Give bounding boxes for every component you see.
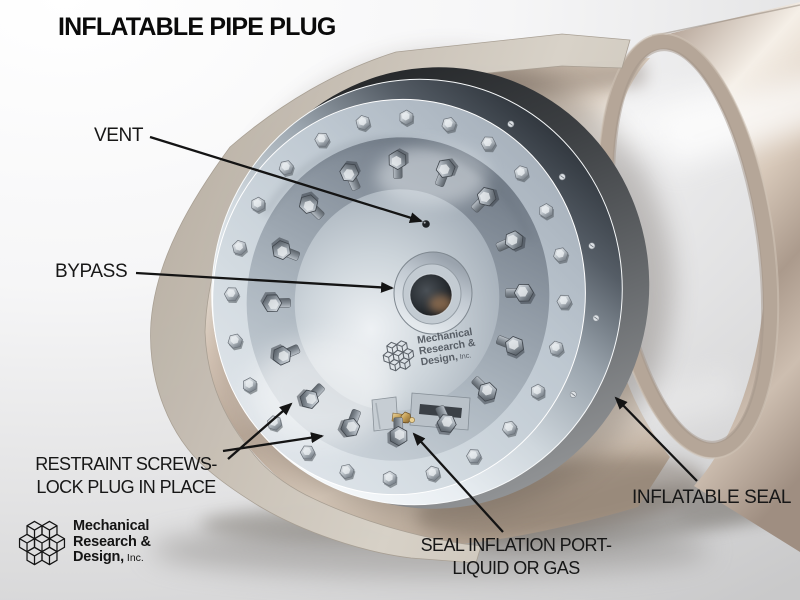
rim-screws — [507, 120, 600, 398]
brand-line3: Design, Inc. — [73, 549, 144, 566]
bypass-label: BYPASS — [55, 261, 128, 282]
brand-line1: Mechanical — [73, 518, 150, 535]
brand-line2: Research & — [73, 533, 151, 550]
outer-bolt-ring — [223, 109, 573, 489]
callout-lines — [135, 135, 698, 533]
restraint-callout-line-b — [222, 432, 324, 453]
seal-inflation-port-label: SEAL INFLATION PORT- LIQUID OR GAS — [420, 535, 612, 578]
inflation-callout-line — [412, 432, 504, 533]
bypass-hub — [393, 251, 473, 335]
brand-cubes-icon — [18, 519, 66, 567]
page-title: INFLATABLE PIPE PLUG — [58, 13, 336, 41]
brand-logo: Mechanical Research & Design, Inc. — [18, 519, 151, 567]
restraint-screws-ring — [260, 148, 536, 448]
bypass-callout-line — [135, 271, 394, 293]
vent-callout-line — [149, 135, 423, 223]
pipe-top-edge — [651, 4, 800, 37]
restraint-callout-line-a — [227, 402, 293, 460]
brand-cubes-icon — [380, 337, 417, 374]
seal-callout-line — [614, 396, 698, 482]
restraint-screws-label: RESTRAINT SCREWS- LOCK PLUG IN PLACE — [35, 454, 217, 497]
vent-label: VENT — [94, 125, 144, 146]
inflatable-seal-label: INFLATABLE SEAL — [632, 487, 792, 508]
vent-hole — [422, 220, 430, 228]
